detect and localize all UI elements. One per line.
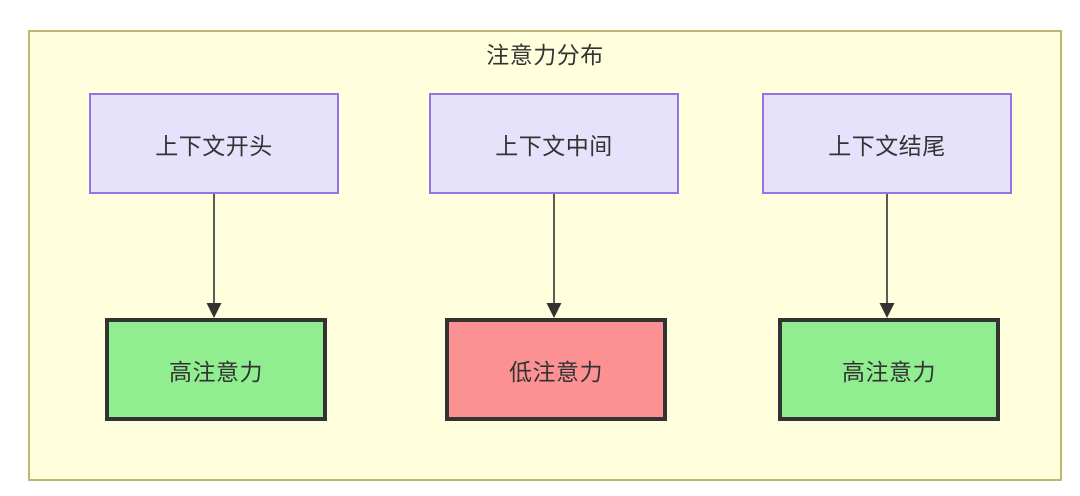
node-attention-high-start[interactable]: 高注意力 bbox=[105, 318, 327, 421]
attention-distribution-cluster: 注意力分布 上下文开头 上下文中间 上下文结尾 高注意力 低注意力 高注意力 bbox=[28, 30, 1062, 481]
down-arrow-icon bbox=[879, 303, 895, 318]
down-arrow-icon bbox=[206, 303, 222, 318]
node-attention-low-middle[interactable]: 低注意力 bbox=[445, 318, 667, 421]
node-context-end[interactable]: 上下文结尾 bbox=[762, 93, 1012, 194]
node-context-middle[interactable]: 上下文中间 bbox=[429, 93, 679, 194]
edge-context-middle-to-low bbox=[546, 194, 562, 318]
down-arrow-icon bbox=[546, 303, 562, 318]
edge-context-start-to-high bbox=[206, 194, 222, 318]
node-label: 上下文结尾 bbox=[828, 132, 946, 159]
page-title: 注意力分布 bbox=[486, 42, 604, 68]
node-label: 低注意力 bbox=[509, 358, 603, 385]
node-context-start[interactable]: 上下文开头 bbox=[89, 93, 339, 194]
node-label: 高注意力 bbox=[169, 358, 263, 385]
edge-context-end-to-high bbox=[879, 194, 895, 318]
node-label: 高注意力 bbox=[842, 358, 936, 385]
node-attention-high-end[interactable]: 高注意力 bbox=[778, 318, 1000, 421]
node-label: 上下文中间 bbox=[495, 132, 613, 159]
node-label: 上下文开头 bbox=[155, 132, 273, 159]
